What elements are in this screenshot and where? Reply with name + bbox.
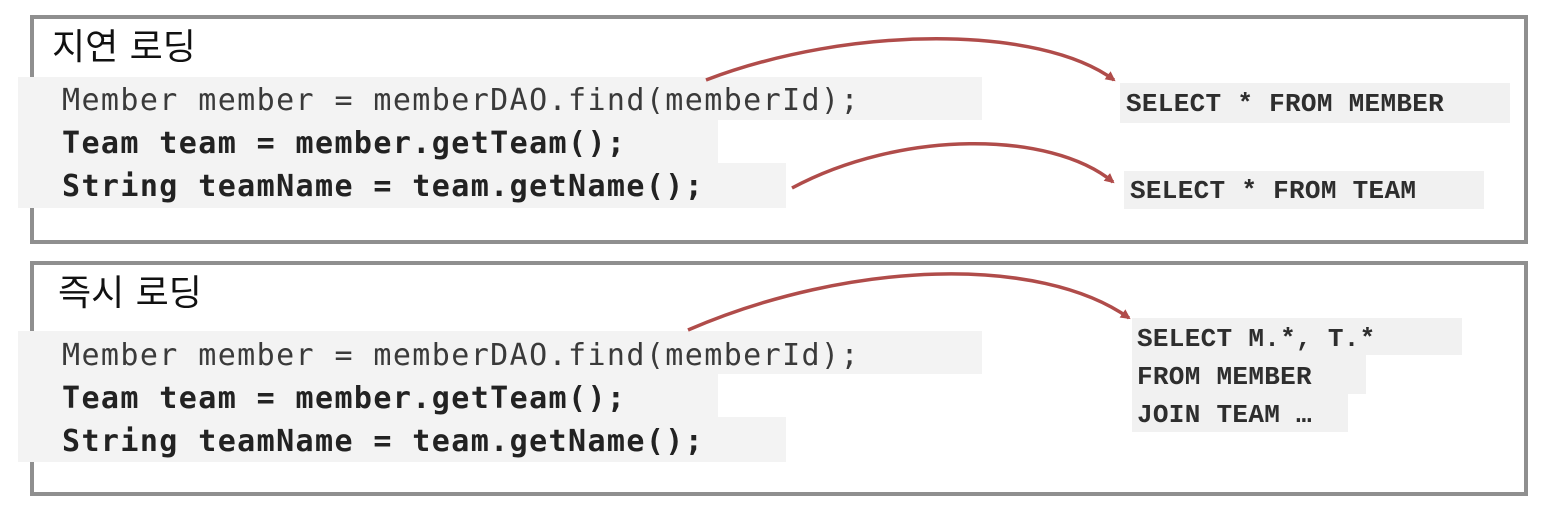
lazy-loading-title: 지연 로딩 — [52, 27, 196, 68]
sql-bg — [1132, 318, 1462, 355]
eager-code-line-3: String teamName = team.getName(); — [62, 424, 705, 459]
eager-sql-line-1: SELECT M.*, T.* — [1137, 324, 1376, 354]
code-line-bg — [18, 417, 786, 462]
eager-loading-title: 즉시 로딩 — [58, 273, 202, 314]
code-line-bg — [18, 77, 982, 120]
lazy-code-line-2: Team team = member.getTeam(); — [62, 126, 627, 161]
eager-code-line-2: Team team = member.getTeam(); — [62, 381, 627, 416]
code-line-bg — [18, 163, 786, 208]
code-line-bg — [18, 374, 718, 417]
code-line-bg — [18, 120, 718, 163]
lazy-sql-member: SELECT * FROM MEMBER — [1126, 89, 1445, 119]
sql-bg — [1132, 394, 1348, 432]
sql-bg — [1132, 355, 1366, 394]
lazy-sql-team: SELECT * FROM TEAM — [1130, 176, 1417, 206]
eager-sql-line-2: FROM MEMBER — [1137, 362, 1312, 392]
lazy-code-line-1: Member member = memberDAO.find(memberId)… — [62, 83, 860, 118]
sql-bg — [1120, 83, 1510, 123]
code-line-bg — [18, 331, 982, 374]
eager-sql-line-3: JOIN TEAM … — [1137, 400, 1312, 430]
sql-bg — [1124, 171, 1484, 209]
lazy-code-line-3: String teamName = team.getName(); — [62, 169, 705, 204]
eager-code-line-1: Member member = memberDAO.find(memberId)… — [62, 338, 860, 373]
